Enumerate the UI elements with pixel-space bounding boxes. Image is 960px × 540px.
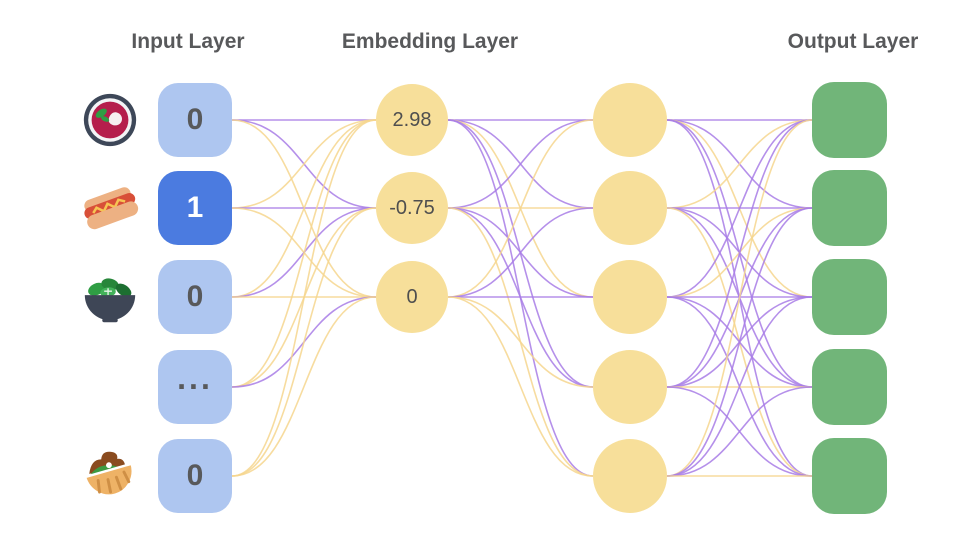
input-node-5: 0 [158,439,232,513]
input-layer-title: Input Layer [131,30,245,53]
input-node-5-value: 0 [186,459,204,492]
input-node-ellipsis-value: ... [177,359,213,396]
hidden-node-4 [593,350,667,424]
input-node-2-value: 1 [186,191,204,224]
hotdog-icon [84,187,139,230]
output-node-3 [812,259,887,335]
output-node-4 [812,349,887,425]
hidden-node-1 [593,83,667,157]
output-node-1 [812,82,887,158]
input-node-ellipsis: ... [158,350,232,424]
hidden-node-2 [593,171,667,245]
embedding-node-2: -0.75 [376,172,448,244]
input-node-3-value: 0 [186,280,204,313]
embedding-node-1: 2.98 [376,84,448,156]
input-node-1-value: 0 [186,103,204,136]
output-node-2 [812,170,887,246]
output-layer-title: Output Layer [787,30,919,53]
pita-icon [83,451,134,497]
hidden-node-3 [593,260,667,334]
input-node-1: 0 [158,83,232,157]
embedding-node-3: 0 [376,261,448,333]
soup-icon [83,93,137,147]
salad-icon [84,278,136,323]
hidden-node-5 [593,439,667,513]
embedding-layer-title: Embedding Layer [341,30,519,53]
embedding-node-2-value: -0.75 [389,196,435,219]
input-node-3: 0 [158,260,232,334]
output-node-5 [812,438,887,514]
embedding-node-1-value: 2.98 [392,108,432,131]
input-node-2: 1 [158,171,232,245]
embedding-node-3-value: 0 [406,285,418,308]
